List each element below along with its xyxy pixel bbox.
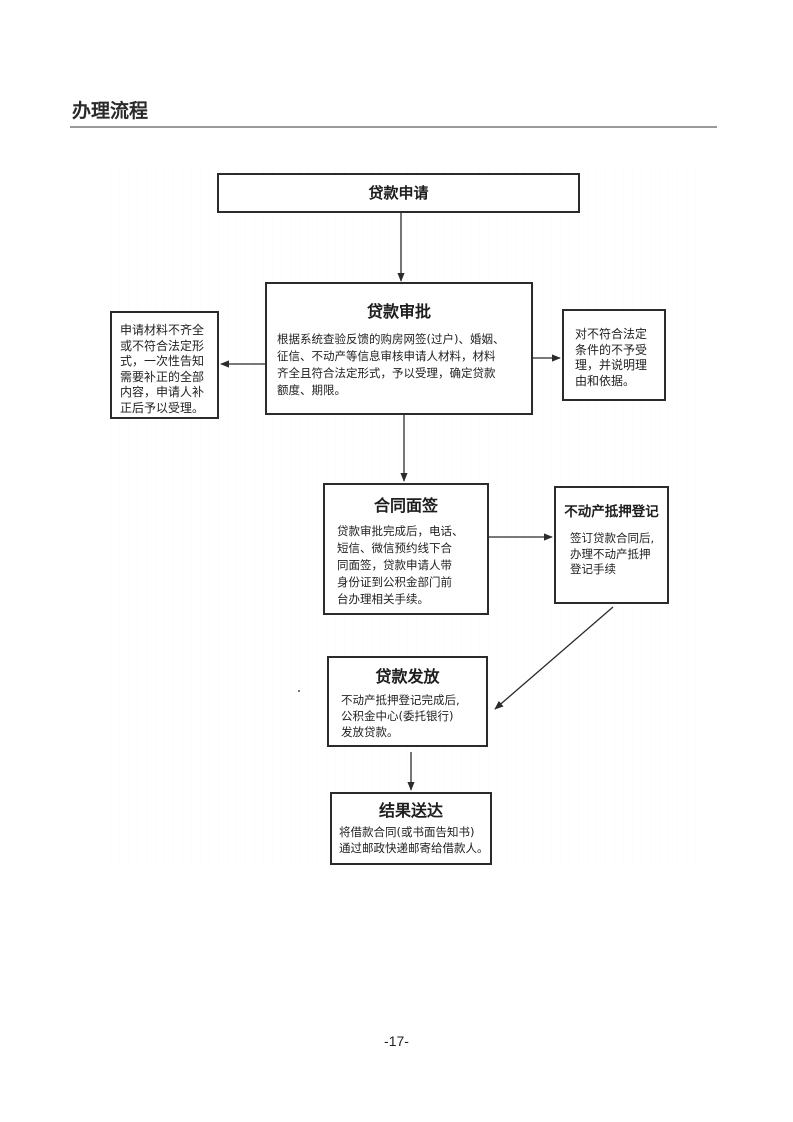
scan-speck bbox=[298, 690, 300, 692]
step-description: 签订贷款合同后, 办理不动产抵押 登记手续 bbox=[570, 531, 655, 576]
note-incomplete-materials: 申请材料不齐全 或不符合法定形 式，一次性告知 需要补正的全部 内容，申请人补 … bbox=[110, 311, 219, 419]
step-title: 不动产抵押登记 bbox=[564, 504, 659, 520]
note-rejection: 对不符合法定 条件的不予受 理，并说明理 由和依据。 bbox=[562, 309, 666, 401]
step-description: 不动产抵押登记完成后, 公积金中心(委托银行) 发放贷款。 bbox=[341, 693, 460, 739]
step-title: 合同面签 bbox=[373, 496, 438, 515]
section-title: 办理流程 bbox=[72, 100, 149, 122]
step-loan-disbursement: 贷款发放 不动产抵押登记完成后, 公积金中心(委托银行) 发放贷款。 bbox=[327, 656, 488, 747]
step-loan-approval: 贷款审批 根据系统查验反馈的购房网签(过户)、婚姻、 征信、不动产等信息审核申请… bbox=[265, 282, 533, 415]
step-contract-signing: 合同面签 贷款审批完成后，电话、 短信、微信预约线下合 同面签，贷款申请人带 身… bbox=[323, 483, 489, 615]
step-description: 贷款审批完成后，电话、 短信、微信预约线下合 同面签，贷款申请人带 身份证到公积… bbox=[337, 524, 464, 606]
step-title: 贷款审批 bbox=[366, 302, 431, 321]
note-text: 对不符合法定 条件的不予受 理，并说明理 由和依据。 bbox=[575, 327, 648, 388]
step-description: 将借款合同(或书面告知书) 通过邮政快递邮寄给借款人。 bbox=[339, 825, 489, 855]
step-description: 根据系统查验反馈的购房网签(过户)、婚姻、 征信、不动产等信息审核申请人材料，材… bbox=[277, 332, 505, 397]
arrow-mortgage-to-disburse bbox=[494, 606, 614, 710]
step-title: 贷款申请 bbox=[368, 184, 429, 202]
note-text: 申请材料不齐全 或不符合法定形 式，一次性告知 需要补正的全部 内容，申请人补 … bbox=[120, 323, 205, 415]
step-loan-application: 贷款申请 bbox=[217, 173, 580, 213]
page-number: -17- bbox=[384, 1033, 409, 1049]
step-mortgage-registration: 不动产抵押登记 签订贷款合同后, 办理不动产抵押 登记手续 bbox=[554, 486, 669, 604]
step-title: 结果送达 bbox=[378, 801, 443, 820]
step-result-delivery: 结果送达 将借款合同(或书面告知书) 通过邮政快递邮寄给借款人。 bbox=[330, 792, 492, 865]
step-title: 贷款发放 bbox=[375, 667, 440, 686]
title-divider bbox=[70, 126, 717, 128]
